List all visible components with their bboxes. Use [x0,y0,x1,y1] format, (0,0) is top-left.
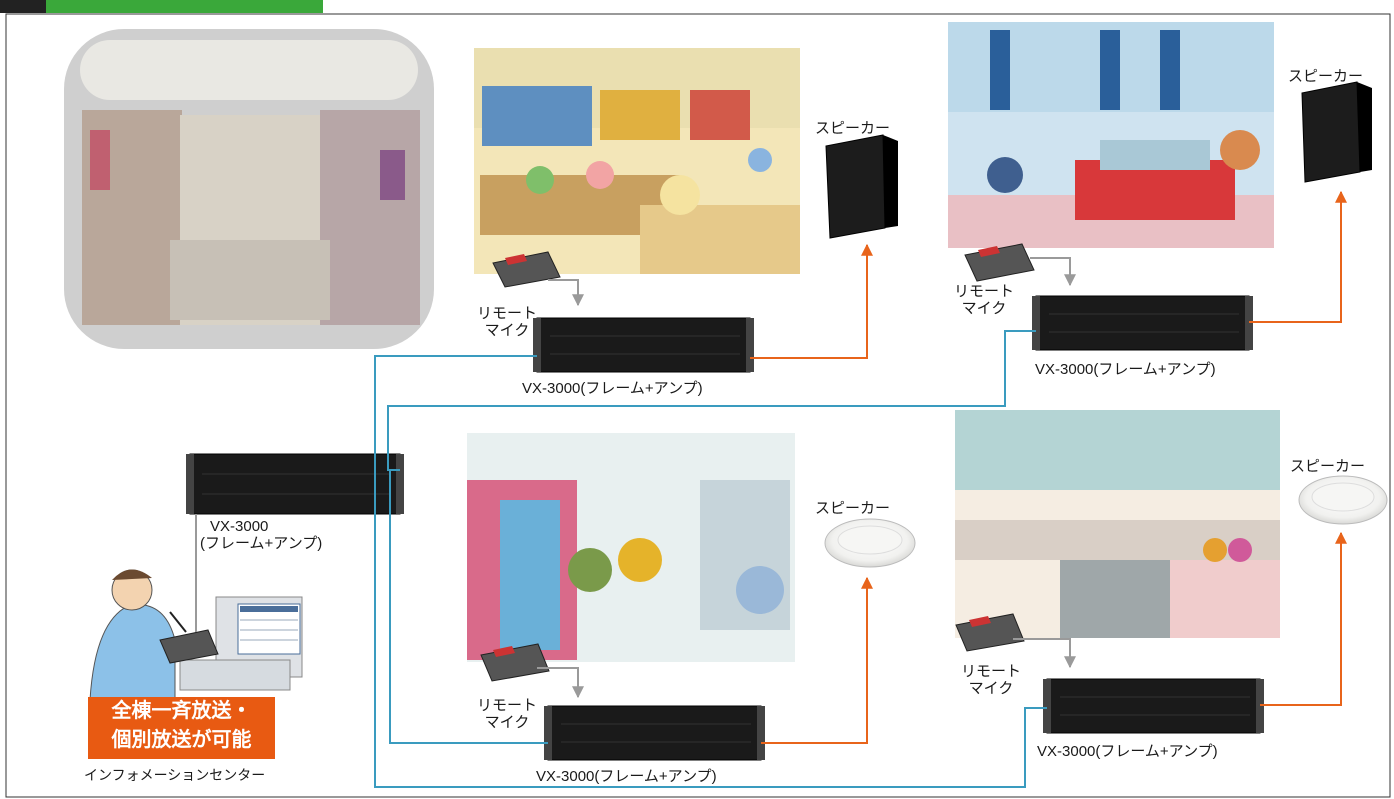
vx3000-unit-2 [1032,295,1253,351]
clothing-store-illustration [948,22,1274,248]
mic-arrows [537,257,1076,699]
info-center-label: インフォメーションセンター [84,767,266,783]
vx3000-label-4: VX-3000(フレーム+アンプ) [1037,743,1218,760]
remote-mic-label-3: リモート マイク [470,697,544,731]
remote-mic-label-1-line1: リモート [476,305,537,322]
vx3000-unit-center [186,453,404,515]
outer-frame [5,13,1391,798]
vx3000-label-1: VX-3000(フレーム+アンプ) [522,380,703,397]
vx3000-label-2: VX-3000(フレーム+アンプ) [1035,361,1216,378]
food-court-illustration [474,48,800,274]
remote-mic-label-2-line1: リモート [953,283,1014,300]
speaker-label-2: スピーカー [1288,68,1364,85]
information-center-illustration [89,569,303,701]
vx3000-center-label: VX-3000 (フレーム+アンプ) [200,518,322,552]
vx3000-unit-3 [544,705,765,761]
wall-speaker-2 [1301,81,1372,183]
vx3000-center-label-line2: (フレーム+アンプ) [200,535,323,552]
wall-speaker-1 [825,134,898,239]
remote-mic-4 [955,613,1025,652]
vx3000-label-3: VX-3000(フレーム+アンプ) [536,768,717,785]
vx3000-unit-1 [533,317,754,373]
speaker-label-1: スピーカー [815,120,891,137]
remote-mic-1 [492,251,561,288]
broadcast-callout: 全棟一斉放送・ 個別放送が可能 [88,697,275,759]
header-green-bar [46,0,323,13]
vx3000-center-label-line1: VX-3000 [210,518,269,535]
speaker-label-3: スピーカー [815,500,891,517]
remote-mic-label-2-line2: マイク [961,300,1007,317]
remote-mic-2 [964,243,1035,282]
speaker-lines [750,190,1347,744]
remote-mic-label-3-line1: リモート [476,697,537,714]
remote-mic-label-1: リモート マイク [470,305,544,339]
remote-mic-label-3-line2: マイク [484,714,530,731]
remote-mic-label-4: リモート マイク [954,663,1028,697]
speaker-label-4: スピーカー [1290,458,1366,475]
ceiling-speaker-1 [824,518,916,568]
header-dark-block [0,0,46,13]
broadcast-callout-line1: 全棟一斉放送・ [111,700,252,722]
atrium-illustration [955,410,1280,638]
remote-mic-label-2: リモート マイク [947,283,1021,317]
remote-mic-label-4-line2: マイク [968,680,1014,697]
remote-mic-label-1-line2: マイク [484,322,530,339]
remote-mic-3 [480,643,550,682]
drugstore-illustration [467,433,795,662]
remote-mic-center [159,611,219,664]
vx3000-unit-4 [1043,678,1264,734]
network-lines [374,330,1047,788]
mall-photo [64,29,434,349]
ceiling-speaker-2 [1298,475,1388,525]
broadcast-callout-line2: 個別放送が可能 [111,729,252,751]
remote-mic-label-4-line1: リモート [960,663,1021,680]
